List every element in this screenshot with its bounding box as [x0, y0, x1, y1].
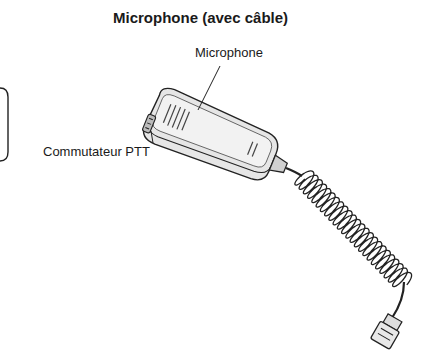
cable — [286, 168, 302, 176]
ptt-switch — [142, 114, 156, 134]
leader-line — [151, 131, 153, 143]
frame-edge — [0, 88, 8, 161]
part-label: Commutateur PTT — [42, 145, 151, 160]
leader-line — [198, 66, 220, 110]
cable — [392, 282, 404, 318]
microphone-body — [140, 84, 297, 192]
connector-plug — [370, 312, 404, 349]
part-label: Microphone — [194, 46, 264, 61]
grille-slots — [163, 103, 259, 159]
title: Microphone (avec câble) — [113, 9, 288, 26]
coiled-cable — [295, 171, 412, 287]
